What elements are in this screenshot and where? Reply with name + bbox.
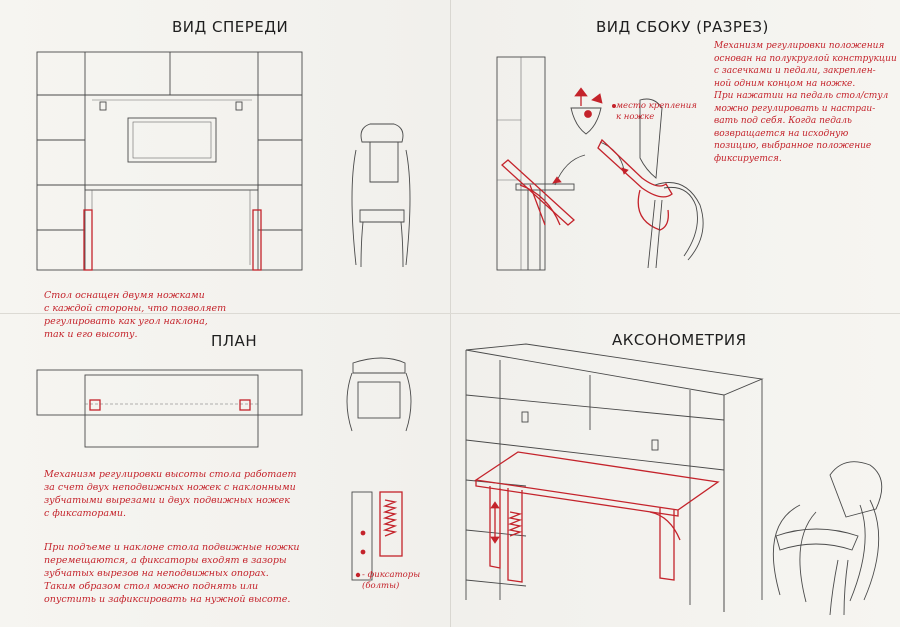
mount-detail: [570, 87, 603, 135]
desk-top: [84, 184, 259, 191]
desk-leg-left: [83, 209, 93, 271]
lamp-right: [235, 101, 243, 111]
monitor-panel: [127, 117, 217, 163]
mount-label: место крепления к ножке: [616, 101, 697, 122]
toothed-leg-detail: [379, 491, 403, 557]
side-mechanism-note: Механизм регулировки положения основан н…: [714, 41, 897, 164]
lamp-left: [99, 101, 107, 111]
cabinet-top-face: [465, 343, 764, 396]
side-view-title: ВИД СБОКУ (РАЗРЕЗ): [596, 18, 769, 36]
fixed-leg-detail: [351, 491, 373, 581]
semicircle-mechanism: [519, 184, 561, 226]
chair-plan-back: [352, 357, 406, 374]
axon-leg-left-rear: [507, 488, 523, 583]
desk-axon-top: [474, 451, 720, 511]
latch-label: - фиксаторы (болты): [362, 570, 421, 591]
plan-view-title: ПЛАН: [211, 332, 258, 350]
fold-line-horizontal: [0, 313, 900, 314]
desk-plan: [84, 374, 259, 448]
height-mechanism-note: Механизм регулировки высоты стола работа…: [44, 469, 297, 519]
desk-leg-right: [252, 209, 262, 271]
lift-process-note: При подъеме и наклоне стола подвижные но…: [44, 542, 300, 605]
cabinet-outline: [36, 51, 303, 271]
chair-seat-tilted: [597, 138, 673, 198]
plan-leg-left: [89, 399, 101, 411]
chair-axon: [772, 461, 883, 616]
front-legs-note: Стол оснащен двумя ножками с каждой стор…: [44, 290, 227, 340]
chair-front: [351, 123, 411, 268]
desk-surface-side: [515, 183, 575, 191]
axonometry-title: АКСОНОМЕТРИЯ: [612, 331, 747, 349]
chair-side: [597, 98, 704, 269]
axon-leg-left-front: [489, 486, 501, 569]
axon-leg-right: [659, 508, 675, 581]
plan-leg-right: [239, 399, 251, 411]
cabinet-plan: [36, 369, 303, 416]
desk-tilted: [501, 159, 575, 226]
front-view-title: ВИД СПЕРЕДИ: [172, 18, 289, 36]
